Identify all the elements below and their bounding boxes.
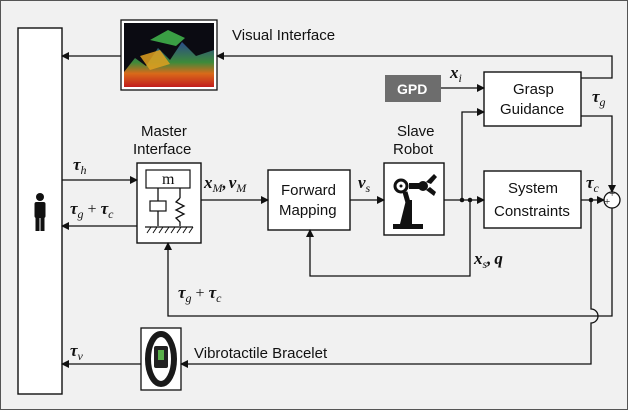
svg-text:τg: τg bbox=[592, 87, 606, 109]
signal-tau-h: τh bbox=[73, 155, 87, 177]
human-icon bbox=[34, 193, 46, 231]
robot-arm-icon bbox=[393, 174, 437, 229]
slave-robot-block bbox=[383, 162, 445, 236]
visual-interface-image bbox=[120, 19, 218, 91]
slave-robot-label-line2: Robot bbox=[393, 141, 434, 158]
forward-mapping-block: Forward Mapping bbox=[267, 169, 351, 231]
grasp-guidance-block: Grasp Guidance bbox=[483, 71, 582, 127]
signal-xm-vm: xM,vM bbox=[203, 173, 247, 195]
svg-text:xi: xi bbox=[449, 63, 462, 85]
grasp-guidance-label-line1: Grasp bbox=[513, 81, 554, 98]
master-interface-label-line2: Interface bbox=[133, 141, 191, 158]
svg-text:vs: vs bbox=[358, 173, 371, 195]
system-constraints-label-line1: System bbox=[508, 180, 558, 197]
mass-label: m bbox=[162, 171, 175, 188]
forward-mapping-label-line2: Mapping bbox=[279, 202, 337, 219]
human-operator-block bbox=[17, 27, 63, 395]
signal-tau-v: τv bbox=[70, 341, 84, 363]
svg-text:τg+τc: τg+τc bbox=[178, 283, 222, 305]
visual-interface-label: Visual Interface bbox=[232, 27, 335, 44]
sum-sign-top: + bbox=[609, 188, 615, 200]
grasp-guidance-label-line2: Guidance bbox=[500, 101, 564, 118]
svg-text:τv: τv bbox=[70, 341, 84, 363]
vibrotactile-bracelet-label: Vibrotactile Bracelet bbox=[194, 345, 328, 362]
wire-visual-feedback bbox=[216, 52, 613, 79]
wire-tau-gc-feedback bbox=[164, 208, 613, 317]
signal-tau-g-plus-tau-c: τg+τc bbox=[70, 199, 114, 221]
system-constraints-label-line2: Constraints bbox=[494, 203, 570, 220]
svg-text:τh: τh bbox=[73, 155, 87, 177]
master-interface-block: m bbox=[136, 162, 202, 244]
svg-text:τg+τc: τg+τc bbox=[70, 199, 114, 221]
svg-text:xM,vM: xM,vM bbox=[203, 173, 247, 195]
svg-text:xs,q: xs,q bbox=[473, 249, 503, 271]
sum-sign-left: + bbox=[604, 196, 610, 208]
bracelet-image bbox=[140, 327, 182, 391]
slave-robot-label-line1: Slave bbox=[397, 123, 435, 140]
signal-tau-gc-feedback: τg+τc bbox=[178, 283, 222, 305]
wire-tau-g bbox=[581, 115, 616, 193]
system-constraints-block: System Constraints bbox=[483, 170, 582, 229]
wire-robot-to-grasp bbox=[461, 108, 485, 200]
signal-xs-q: xs,q bbox=[473, 249, 503, 271]
forward-mapping-label-line1: Forward bbox=[281, 182, 336, 199]
signal-xi: xi bbox=[449, 63, 462, 85]
svg-text:τc: τc bbox=[586, 173, 600, 195]
wire-xs-q-feedback bbox=[306, 200, 471, 277]
signal-vs: vs bbox=[358, 173, 371, 195]
wire-bracelet-feed bbox=[180, 200, 599, 368]
signal-tau-g: τg bbox=[592, 87, 606, 109]
gpd-label: GPD bbox=[397, 81, 427, 97]
gpd-block: GPD bbox=[385, 75, 441, 102]
signal-tau-c: τc bbox=[586, 173, 600, 195]
master-interface-label-line1: Master bbox=[141, 123, 187, 140]
